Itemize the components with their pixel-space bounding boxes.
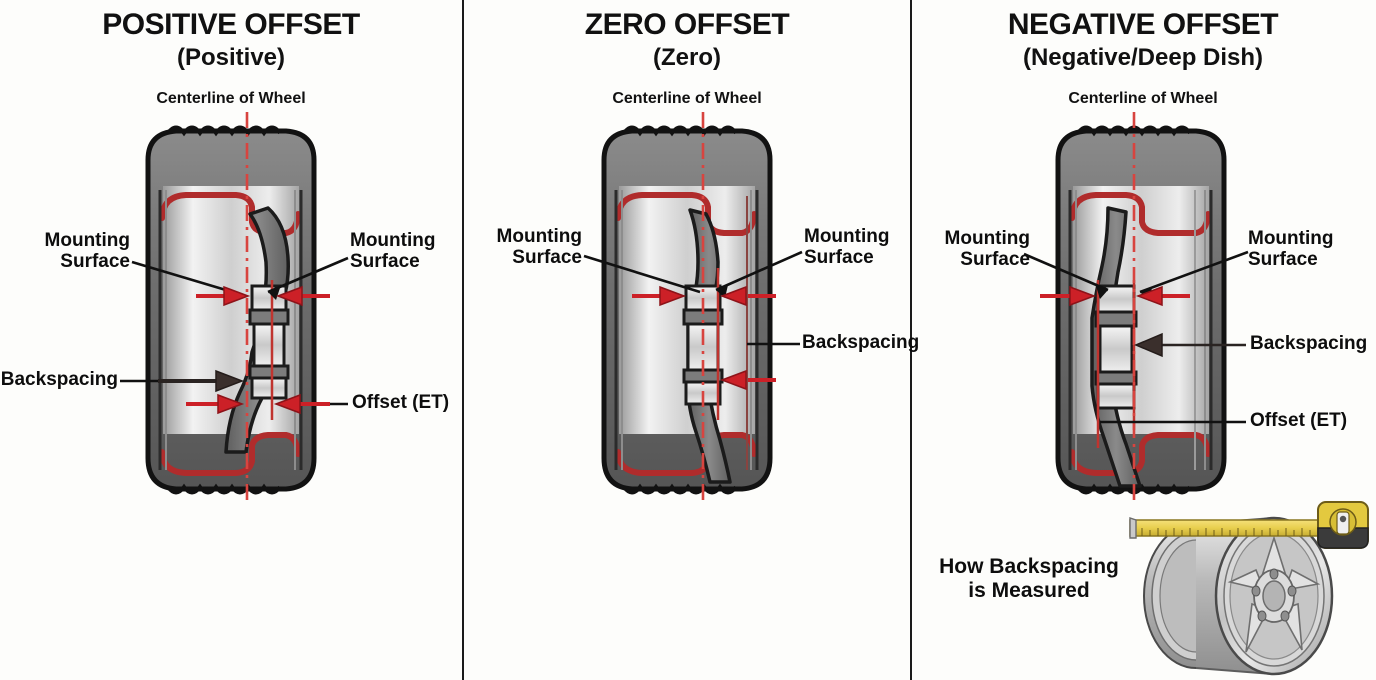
centerline-label: Centerline of Wheel (156, 90, 306, 107)
panel-negative-offset: NEGATIVE OFFSET (Negative/Deep Dish) Cen… (912, 0, 1374, 680)
label-backspacing: Backspacing (0, 369, 118, 390)
panel-positive-offset: POSITIVE OFFSET (Positive) Centerline of… (0, 0, 462, 680)
tire-cross-section-negative (1023, 112, 1249, 500)
panel-title: ZERO OFFSET (584, 8, 790, 41)
label-mounting-surface-right: Mounting Surface (804, 226, 890, 269)
label-offset: Offset (ET) (1250, 410, 1348, 431)
tape-measure-hook (1129, 517, 1137, 539)
panel-subtitle: (Positive) (176, 44, 286, 71)
label-mounting-surface-left: Mounting Surface (944, 228, 1030, 271)
tire-cross-section-positive (120, 112, 349, 500)
tape-measure-blade (1129, 519, 1325, 537)
label-offset: Offset (ET) (352, 392, 450, 413)
label-mounting-surface-left: Mounting Surface (44, 230, 130, 273)
panel-title: POSITIVE OFFSET (102, 8, 360, 41)
label-mounting-surface-right: Mounting Surface (1248, 228, 1334, 271)
label-backspacing: Backspacing (1250, 333, 1368, 354)
tire-cross-section-zero (583, 112, 803, 500)
centerline-label: Centerline of Wheel (1068, 90, 1218, 107)
wheel-photo-with-tape-measure (1129, 501, 1369, 676)
panel-title: NEGATIVE OFFSET (1007, 8, 1279, 41)
label-mounting-surface-left: Mounting Surface (496, 226, 582, 269)
label-backspacing: Backspacing (802, 332, 920, 353)
panel-zero-offset: ZERO OFFSET (Zero) Centerline of Wheel (462, 0, 919, 680)
panel-subtitle: (Negative/Deep Dish) (1022, 44, 1264, 71)
howto-caption: How Backspacing is Measured (939, 555, 1119, 603)
panel-subtitle: (Zero) (653, 44, 721, 71)
centerline-label: Centerline of Wheel (612, 90, 762, 107)
label-mounting-surface-right: Mounting Surface (350, 230, 436, 273)
